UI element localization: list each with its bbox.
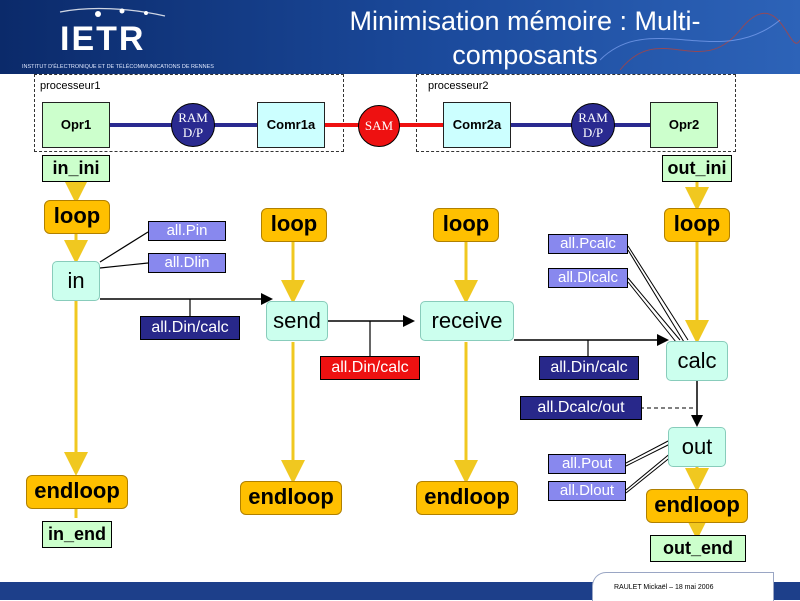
endloop-tag-1: endloop [26,475,128,509]
send-node: send [266,301,328,341]
comr2a-box: Comr2a [443,102,511,148]
calc-node: calc [666,341,728,381]
buffer-all-din-calc-2: all.Din/calc [320,356,420,380]
sam-circle: SAM [358,105,400,147]
buffer-all-dlcalc: all.Dlcalc [548,268,628,288]
ram1-mode: D/P [182,125,204,140]
processeur1-group [34,74,344,152]
ram1-text: RAM [178,110,208,125]
out-node: out [668,427,726,467]
endloop-tag-3: endloop [416,481,518,515]
ram1-circle: RAM D/P [171,103,215,147]
endloop-tag-2: endloop [240,481,342,515]
ram2-circle: RAM D/P [571,103,615,147]
footer-tab [592,572,774,601]
loop-tag-2: loop [261,208,327,242]
out-ini-tag: out_ini [662,155,732,182]
opr2-box: Opr2 [650,102,718,148]
buffer-all-din-calc-1: all.Din/calc [140,316,240,340]
buffer-all-pin: all.Pin [148,221,226,241]
footer-author: RAULET Mickaël – 18 mai 2006 [614,584,714,591]
processeur2-label: processeur2 [428,80,489,92]
buffer-all-din-calc-3: all.Din/calc [539,356,639,380]
loop-tag-3: loop [433,208,499,242]
in-node: in [52,261,100,301]
loop-tag-4: loop [664,208,730,242]
loop-tag-1: loop [44,200,110,234]
header-decoration [59,7,800,71]
comr1a-box: Comr1a [257,102,325,148]
receive-node: receive [420,301,514,341]
buffer-all-dlout: all.Dlout [548,481,626,501]
institute-name: INSTITUT D'ÉLECTRONIQUE ET DE TÉLÉCOMMUN… [22,64,214,70]
ram2-mode: D/P [582,125,604,140]
page-title: Minimisation mémoire : Multi-composants [349,6,701,70]
endloop-tag-4: endloop [646,489,748,523]
buffer-all-dlin: all.Dlin [148,253,226,273]
buffer-all-pout: all.Pout [548,454,626,474]
buffer-all-dcalc-out: all.Dcalc/out [520,396,642,420]
buffer-all-pcalc: all.Pcalc [548,234,628,254]
header-banner: IETR INSTITUT D'ÉLECTRONIQUE ET DE TÉLÉC… [0,0,800,74]
in-end-tag: in_end [42,521,112,548]
ietr-logo: IETR [60,20,146,58]
processeur2-group [416,74,736,152]
out-end-tag: out_end [650,535,746,562]
in-ini-tag: in_ini [42,155,110,182]
opr1-box: Opr1 [42,102,110,148]
processeur1-label: processeur1 [40,80,101,92]
ram2-text: RAM [578,110,608,125]
